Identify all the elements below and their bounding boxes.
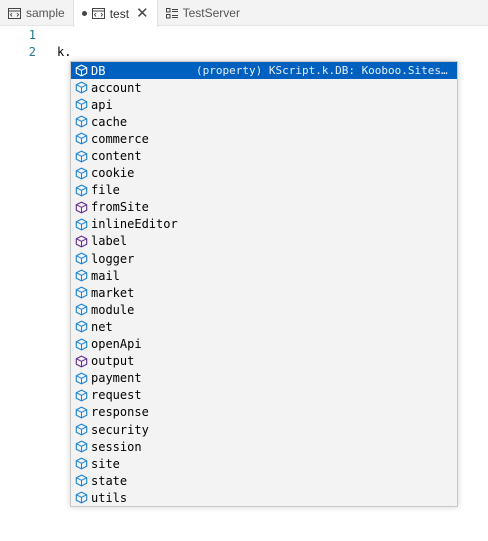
suggest-item[interactable]: mail bbox=[71, 267, 457, 284]
property-cube-icon bbox=[73, 302, 89, 318]
property-cube-icon bbox=[73, 285, 89, 301]
suggest-item[interactable]: inlineEditor bbox=[71, 216, 457, 233]
suggest-item[interactable]: DB (property) KScript.k.DB: Kooboo.Sites.… bbox=[71, 62, 457, 80]
line-number: 1 bbox=[28, 28, 36, 42]
tab-label: test bbox=[109, 6, 130, 21]
suggest-item-detail: (property) KScript.k.DB: Kooboo.Sites.Sc… bbox=[196, 64, 453, 78]
suggest-item[interactable]: fromSite bbox=[71, 199, 457, 216]
line-number: 2 bbox=[28, 45, 36, 59]
property-cube-icon bbox=[73, 114, 89, 130]
property-cube-icon bbox=[73, 97, 89, 113]
suggest-item[interactable]: commerce bbox=[71, 130, 457, 147]
suggest-item-label: cache bbox=[91, 114, 128, 129]
suggest-item-label: file bbox=[91, 183, 120, 198]
file-code-icon bbox=[91, 8, 105, 19]
suggest-item[interactable]: content bbox=[71, 147, 457, 164]
suggest-item[interactable]: module bbox=[71, 301, 457, 318]
editor-line[interactable]: 2 k. bbox=[0, 44, 488, 61]
method-cube-icon bbox=[73, 233, 89, 249]
server-list-icon bbox=[165, 7, 178, 19]
property-cube-icon bbox=[73, 268, 89, 284]
suggest-item-label: utils bbox=[91, 490, 128, 505]
suggest-item-label: logger bbox=[91, 251, 135, 266]
suggest-item-label: DB bbox=[91, 63, 106, 78]
tab-testserver[interactable]: TestServer bbox=[158, 0, 248, 26]
suggest-item[interactable]: security bbox=[71, 421, 457, 438]
suggest-item-label: fromSite bbox=[91, 200, 149, 215]
property-cube-icon bbox=[73, 456, 89, 472]
tab-label: TestServer bbox=[182, 6, 240, 20]
suggest-item-label: output bbox=[91, 354, 135, 369]
property-cube-icon bbox=[73, 422, 89, 438]
property-cube-icon bbox=[73, 319, 89, 335]
suggest-item-label: payment bbox=[91, 371, 142, 386]
suggest-item-label: net bbox=[91, 319, 113, 334]
property-cube-icon bbox=[73, 490, 89, 506]
suggest-item[interactable]: api bbox=[71, 96, 457, 113]
property-cube-icon bbox=[73, 336, 89, 352]
property-cube-icon bbox=[73, 63, 89, 79]
suggest-item[interactable]: account bbox=[71, 79, 457, 96]
suggest-item[interactable]: state bbox=[71, 472, 457, 489]
suggest-item[interactable]: output bbox=[71, 353, 457, 370]
property-cube-icon bbox=[73, 148, 89, 164]
suggest-item-label: commerce bbox=[91, 131, 149, 146]
property-cube-icon bbox=[73, 182, 89, 198]
suggest-item-label: mail bbox=[91, 268, 120, 283]
suggest-item-label: cookie bbox=[91, 166, 135, 181]
tab-sample[interactable]: sample bbox=[0, 0, 73, 26]
suggest-item[interactable]: session bbox=[71, 438, 457, 455]
close-icon[interactable]: ✕ bbox=[136, 4, 149, 22]
property-cube-icon bbox=[73, 439, 89, 455]
property-cube-icon bbox=[73, 404, 89, 420]
property-cube-icon bbox=[73, 80, 89, 96]
property-cube-icon bbox=[73, 131, 89, 147]
tab-bar: sample test ✕ TestServer bbox=[0, 0, 488, 27]
suggest-item[interactable]: request bbox=[71, 387, 457, 404]
code-editor[interactable]: 1 2 k. bbox=[0, 27, 488, 541]
property-cube-icon bbox=[73, 216, 89, 232]
autocomplete-suggest-widget[interactable]: DB (property) KScript.k.DB: Kooboo.Sites.… bbox=[70, 61, 458, 507]
suggest-item-label: content bbox=[91, 149, 142, 164]
suggest-item-label: market bbox=[91, 285, 135, 300]
suggest-item[interactable]: label bbox=[71, 233, 457, 250]
suggest-item[interactable]: cookie bbox=[71, 165, 457, 182]
suggest-item-label: state bbox=[91, 473, 128, 488]
suggest-item-label: security bbox=[91, 422, 149, 437]
line-text[interactable]: k. bbox=[57, 45, 72, 59]
suggest-item-label: session bbox=[91, 439, 142, 454]
property-cube-icon bbox=[73, 387, 89, 403]
suggest-item[interactable]: market bbox=[71, 284, 457, 301]
suggest-item-label: account bbox=[91, 80, 142, 95]
tab-test[interactable]: test ✕ bbox=[72, 0, 158, 27]
suggest-item-label: module bbox=[91, 302, 135, 317]
file-code-icon bbox=[8, 7, 21, 19]
suggest-item-label: site bbox=[91, 456, 120, 471]
suggest-item[interactable]: payment bbox=[71, 370, 457, 387]
suggest-item[interactable]: response bbox=[71, 404, 457, 421]
suggest-item[interactable]: file bbox=[71, 182, 457, 199]
suggest-item[interactable]: net bbox=[71, 318, 457, 335]
method-cube-icon bbox=[73, 353, 89, 369]
property-cube-icon bbox=[73, 370, 89, 386]
suggest-item-label: response bbox=[91, 405, 149, 420]
editor-line[interactable]: 1 bbox=[0, 27, 488, 44]
suggest-item[interactable]: utils bbox=[71, 489, 457, 506]
tab-label: sample bbox=[26, 6, 65, 20]
suggest-item[interactable]: openApi bbox=[71, 336, 457, 353]
modified-dot-icon bbox=[81, 11, 87, 16]
suggest-item-label: api bbox=[91, 97, 113, 112]
suggest-item[interactable]: cache bbox=[71, 113, 457, 130]
property-cube-icon bbox=[73, 165, 89, 181]
suggest-item-label: request bbox=[91, 388, 142, 403]
suggest-item-label: label bbox=[91, 234, 128, 249]
method-cube-icon bbox=[73, 199, 89, 215]
suggest-item-label: openApi bbox=[91, 337, 142, 352]
suggest-item-label: inlineEditor bbox=[91, 217, 178, 232]
property-cube-icon bbox=[73, 251, 89, 267]
suggest-item[interactable]: site bbox=[71, 455, 457, 472]
property-cube-icon bbox=[73, 473, 89, 489]
suggest-item[interactable]: logger bbox=[71, 250, 457, 267]
